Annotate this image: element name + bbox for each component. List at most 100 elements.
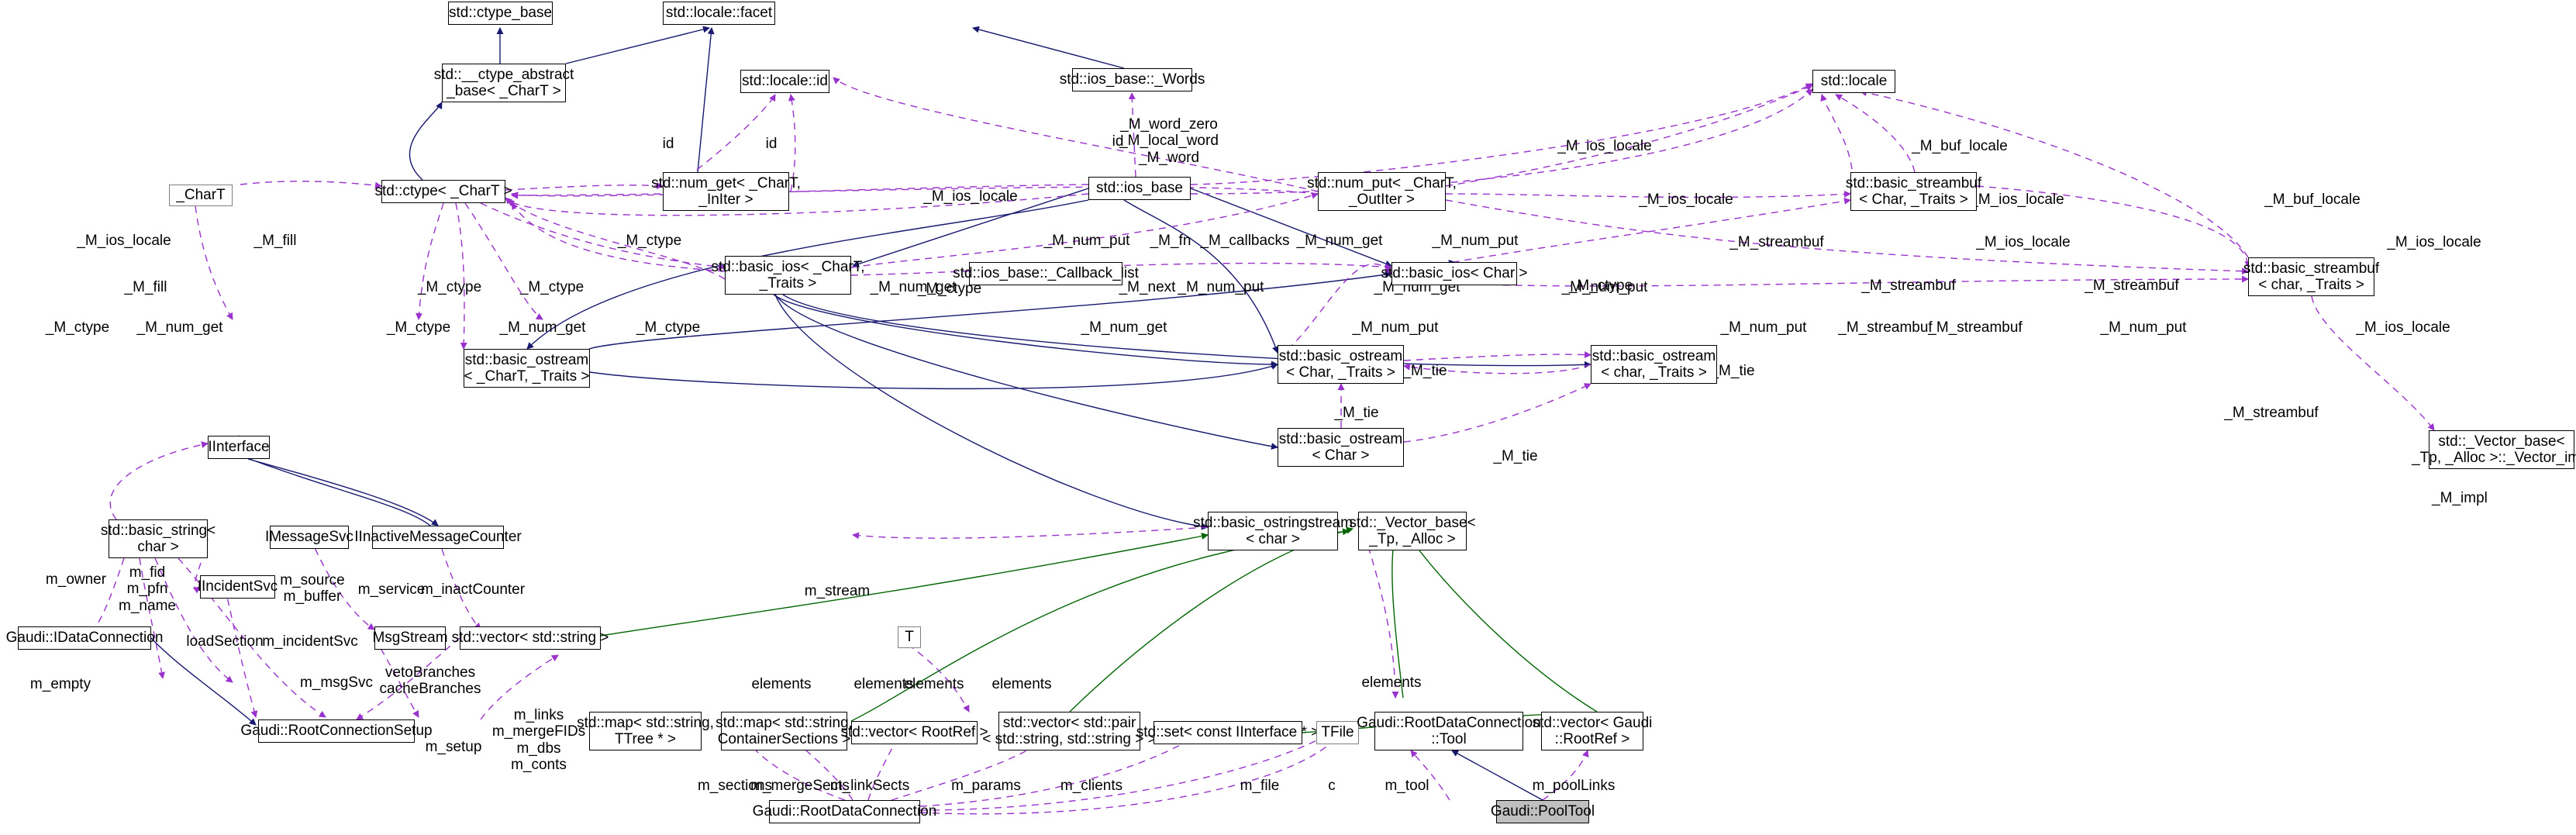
edge-label: _M_fill (253, 233, 297, 249)
edge-label: _M_tie (1402, 363, 1447, 379)
edge-label: m_params (951, 778, 1021, 794)
edge-label: _M_ctype (386, 319, 451, 336)
class-node-locale[interactable]: std::locale (1812, 70, 1895, 93)
class-node-ctype_base[interactable]: std::ctype_base (448, 2, 553, 25)
edge-label: m_tool (1385, 778, 1429, 794)
edge-label: loadSection (186, 633, 264, 650)
edge-label: m_msgSvc (300, 675, 373, 691)
edge-label: m_empty (29, 676, 91, 692)
edge-label: m_links m_mergeFIDs m_dbs m_conts (491, 707, 586, 773)
class-node-ios_base_cb_list[interactable]: std::ios_base::_Callback_list (953, 262, 1139, 285)
edge-label: _M_ios_locale (77, 233, 171, 249)
class-node-basic_streambuf_char[interactable]: std::basic_streambuf < char, _Traits > (2243, 257, 2379, 296)
class-node-ios_base[interactable]: std::ios_base (1088, 177, 1191, 200)
class-node-iinterface[interactable]: IInterface (208, 436, 270, 459)
edge-label: _M_word_zero _M_local_word _M_word (1119, 116, 1219, 166)
edge-label: _M_ios_locale (923, 188, 1018, 205)
edge-label: id (765, 136, 778, 152)
edge-label: _M_tie (1493, 448, 1538, 464)
edge-label: id (662, 136, 674, 152)
class-node-map_string_ttree[interactable]: std::map< std::string, TTree * > (577, 712, 714, 750)
class-node-num_put[interactable]: std::num_put< _CharT, _OutIter > (1307, 172, 1457, 211)
class-node-iincidentsvc[interactable]: IIncidentSvc (198, 575, 278, 599)
edge-label: _M_num_get (499, 319, 586, 336)
class-node-locale_id[interactable]: std::locale::id (740, 70, 829, 93)
class-node-set_iinterface[interactable]: std::set< const IInterface * > (1136, 721, 1319, 744)
edge-label: m_stream (804, 583, 871, 599)
edge-label: _M_num_get (870, 279, 957, 295)
class-node-rootconnectionsetup[interactable]: Gaudi::RootConnectionSetup (240, 719, 433, 743)
class-node-tfile[interactable]: TFile (1316, 721, 1359, 744)
edge-label: c (1328, 778, 1336, 794)
edge-label: m_poolLinks (1532, 778, 1616, 794)
class-node-basic_ios_chart[interactable]: std::basic_ios< _CharT, _Traits > (712, 256, 865, 295)
edge-label: _M_ios_locale (1557, 138, 1652, 154)
class-node-pooltool[interactable]: Gaudi::PoolTool (1491, 800, 1595, 823)
edge-label: _M_streambuf (1729, 234, 1824, 250)
class-node-idataconnection[interactable]: Gaudi::IDataConnection (6, 626, 163, 650)
class-node-vector_rootref[interactable]: std::vector< RootRef > (840, 721, 988, 744)
edge-label: _M_streambuf (1861, 278, 1956, 294)
class-node-vector_gaudi_rootref[interactable]: std::vector< Gaudi ::RootRef > (1533, 712, 1652, 750)
edge-label: _M_num_put (2100, 319, 2187, 336)
class-node-vector_string[interactable]: std::vector< std::string > (452, 626, 609, 650)
edge-label: _M_num_put (1043, 233, 1130, 249)
edge-label: _M_ios_locale (2387, 234, 2481, 250)
class-node-basic_ostream_charTr[interactable]: std::basic_ostream < char, _Traits > (1591, 345, 1717, 384)
class-node-basic_ostream_Char[interactable]: std::basic_ostream < Char > (1278, 428, 1404, 467)
edge-label: _M_streambuf (1928, 319, 2023, 336)
edge-label: _M_tie (1710, 363, 1755, 379)
edge-label: _M_ios_locale (2356, 319, 2450, 336)
edge-label: _M_num_put (1178, 279, 1264, 295)
class-node-basic_ostringstream[interactable]: std::basic_ostringstream < char > (1193, 512, 1353, 550)
class-node-vector_base_impl[interactable]: std::_Vector_base< _Tp, _Alloc >::_Vecto… (2412, 430, 2576, 469)
edge-label: _M_callbacks (1200, 233, 1290, 249)
edge-label: _M_ctype (617, 233, 682, 249)
edge-label: m_linkSects (829, 778, 910, 794)
edge-label: _M_fn (1150, 233, 1191, 249)
class-node-basic_streambuf_Char[interactable]: std::basic_streambuf < Char, _Traits > (1846, 172, 1981, 211)
edge-label: m_file (1240, 778, 1280, 794)
edge-label: _M_num_get (1081, 319, 1167, 336)
class-node-basic_ostream_CharTr[interactable]: std::basic_ostream < Char, _Traits > (1278, 345, 1404, 384)
class-node-rootdataconn_tool[interactable]: Gaudi::RootDataConnection ::Tool (1357, 712, 1541, 750)
class-node-rootdataconnection[interactable]: Gaudi::RootDataConnection (753, 800, 936, 823)
class-node-ios_base_words[interactable]: std::ios_base::_Words (1060, 68, 1205, 91)
edge-label: m_incidentSvc (262, 633, 358, 650)
edge-label: _M_ctype (417, 279, 482, 295)
edge-label: _M_num_get (136, 319, 223, 336)
edge-label: _M_ctype (519, 279, 585, 295)
edge-label: _M_ctype (45, 319, 110, 336)
class-node-map_string_contsec[interactable]: std::map< std::string, ContainerSections… (716, 712, 853, 750)
edge-label: m_source m_buffer (280, 572, 345, 606)
class-node-imessagesvc[interactable]: IMessageSvc (265, 526, 353, 549)
edge-label: m_service (357, 581, 426, 598)
edge-label: m_clients (1060, 778, 1123, 794)
class-node-basic_ostream_chart[interactable]: std::basic_ostream < _CharT, _Traits > (464, 349, 590, 388)
edge-label: _M_streambuf (1838, 319, 1933, 336)
class-node-basic_string_char[interactable]: std::basic_string< char > (101, 519, 216, 558)
class-node-t_box[interactable]: T (898, 626, 921, 648)
class-node-vector_pair_ss[interactable]: std::vector< std::pair < std::string, st… (982, 712, 1157, 750)
class-node-iinactivemsgcounter[interactable]: IInactiveMessageCounter (354, 526, 522, 549)
edge-label: elements (1361, 675, 1422, 691)
edge-label: elements (751, 676, 812, 692)
edge-label: m_fid m_pfn m_name (119, 564, 176, 614)
edge-label: _M_ios_locale (1970, 191, 2064, 208)
edge-label: _M_buf_locale (2264, 191, 2360, 208)
class-node-vector_base[interactable]: std::_Vector_base< _Tp, _Alloc > (1349, 512, 1476, 550)
class-node-ctype_chart[interactable]: std::ctype< _CharT > (374, 180, 512, 203)
edge-label: _M_num_get (1296, 233, 1383, 249)
class-node-msgstream[interactable]: MsgStream (372, 626, 448, 650)
edge-label: _M_ios_locale (1976, 234, 2071, 250)
edge-label: m_owner (45, 571, 107, 588)
class-node-locale_facet[interactable]: std::locale::facet (663, 2, 775, 25)
class-node-ctype_abstract_base[interactable]: std::__ctype_abstract _base< _CharT > (434, 64, 574, 102)
class-node-num_get[interactable]: std::num_get< _CharT, _InIter > (651, 172, 801, 211)
edge-label: _M_num_put (1720, 319, 1807, 336)
class-node-chart_box[interactable]: _CharT (169, 185, 233, 206)
class-node-basic_ios_Char[interactable]: std::basic_ios< Char > (1381, 262, 1528, 285)
edge-label: elements (991, 676, 1052, 692)
